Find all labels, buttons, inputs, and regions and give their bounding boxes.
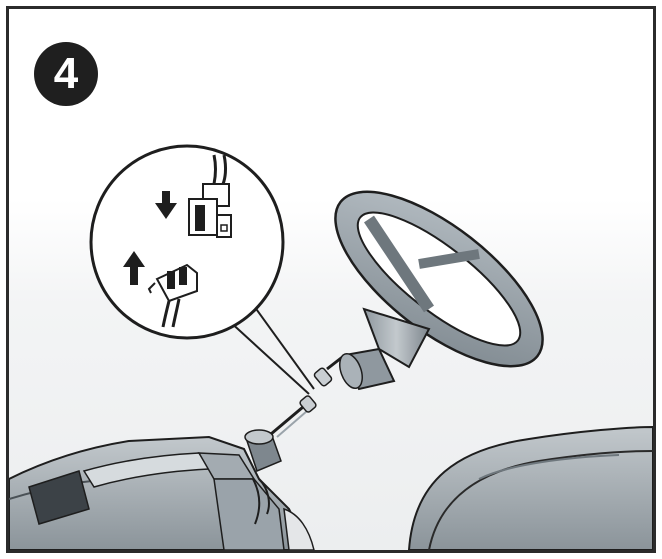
step-number-badge: 4	[34, 42, 98, 106]
illustration-frame: 4	[6, 6, 656, 553]
steering-wheel-installation-drawing	[9, 9, 653, 550]
connector-detail-callout	[91, 146, 283, 338]
step-number: 4	[54, 49, 78, 99]
